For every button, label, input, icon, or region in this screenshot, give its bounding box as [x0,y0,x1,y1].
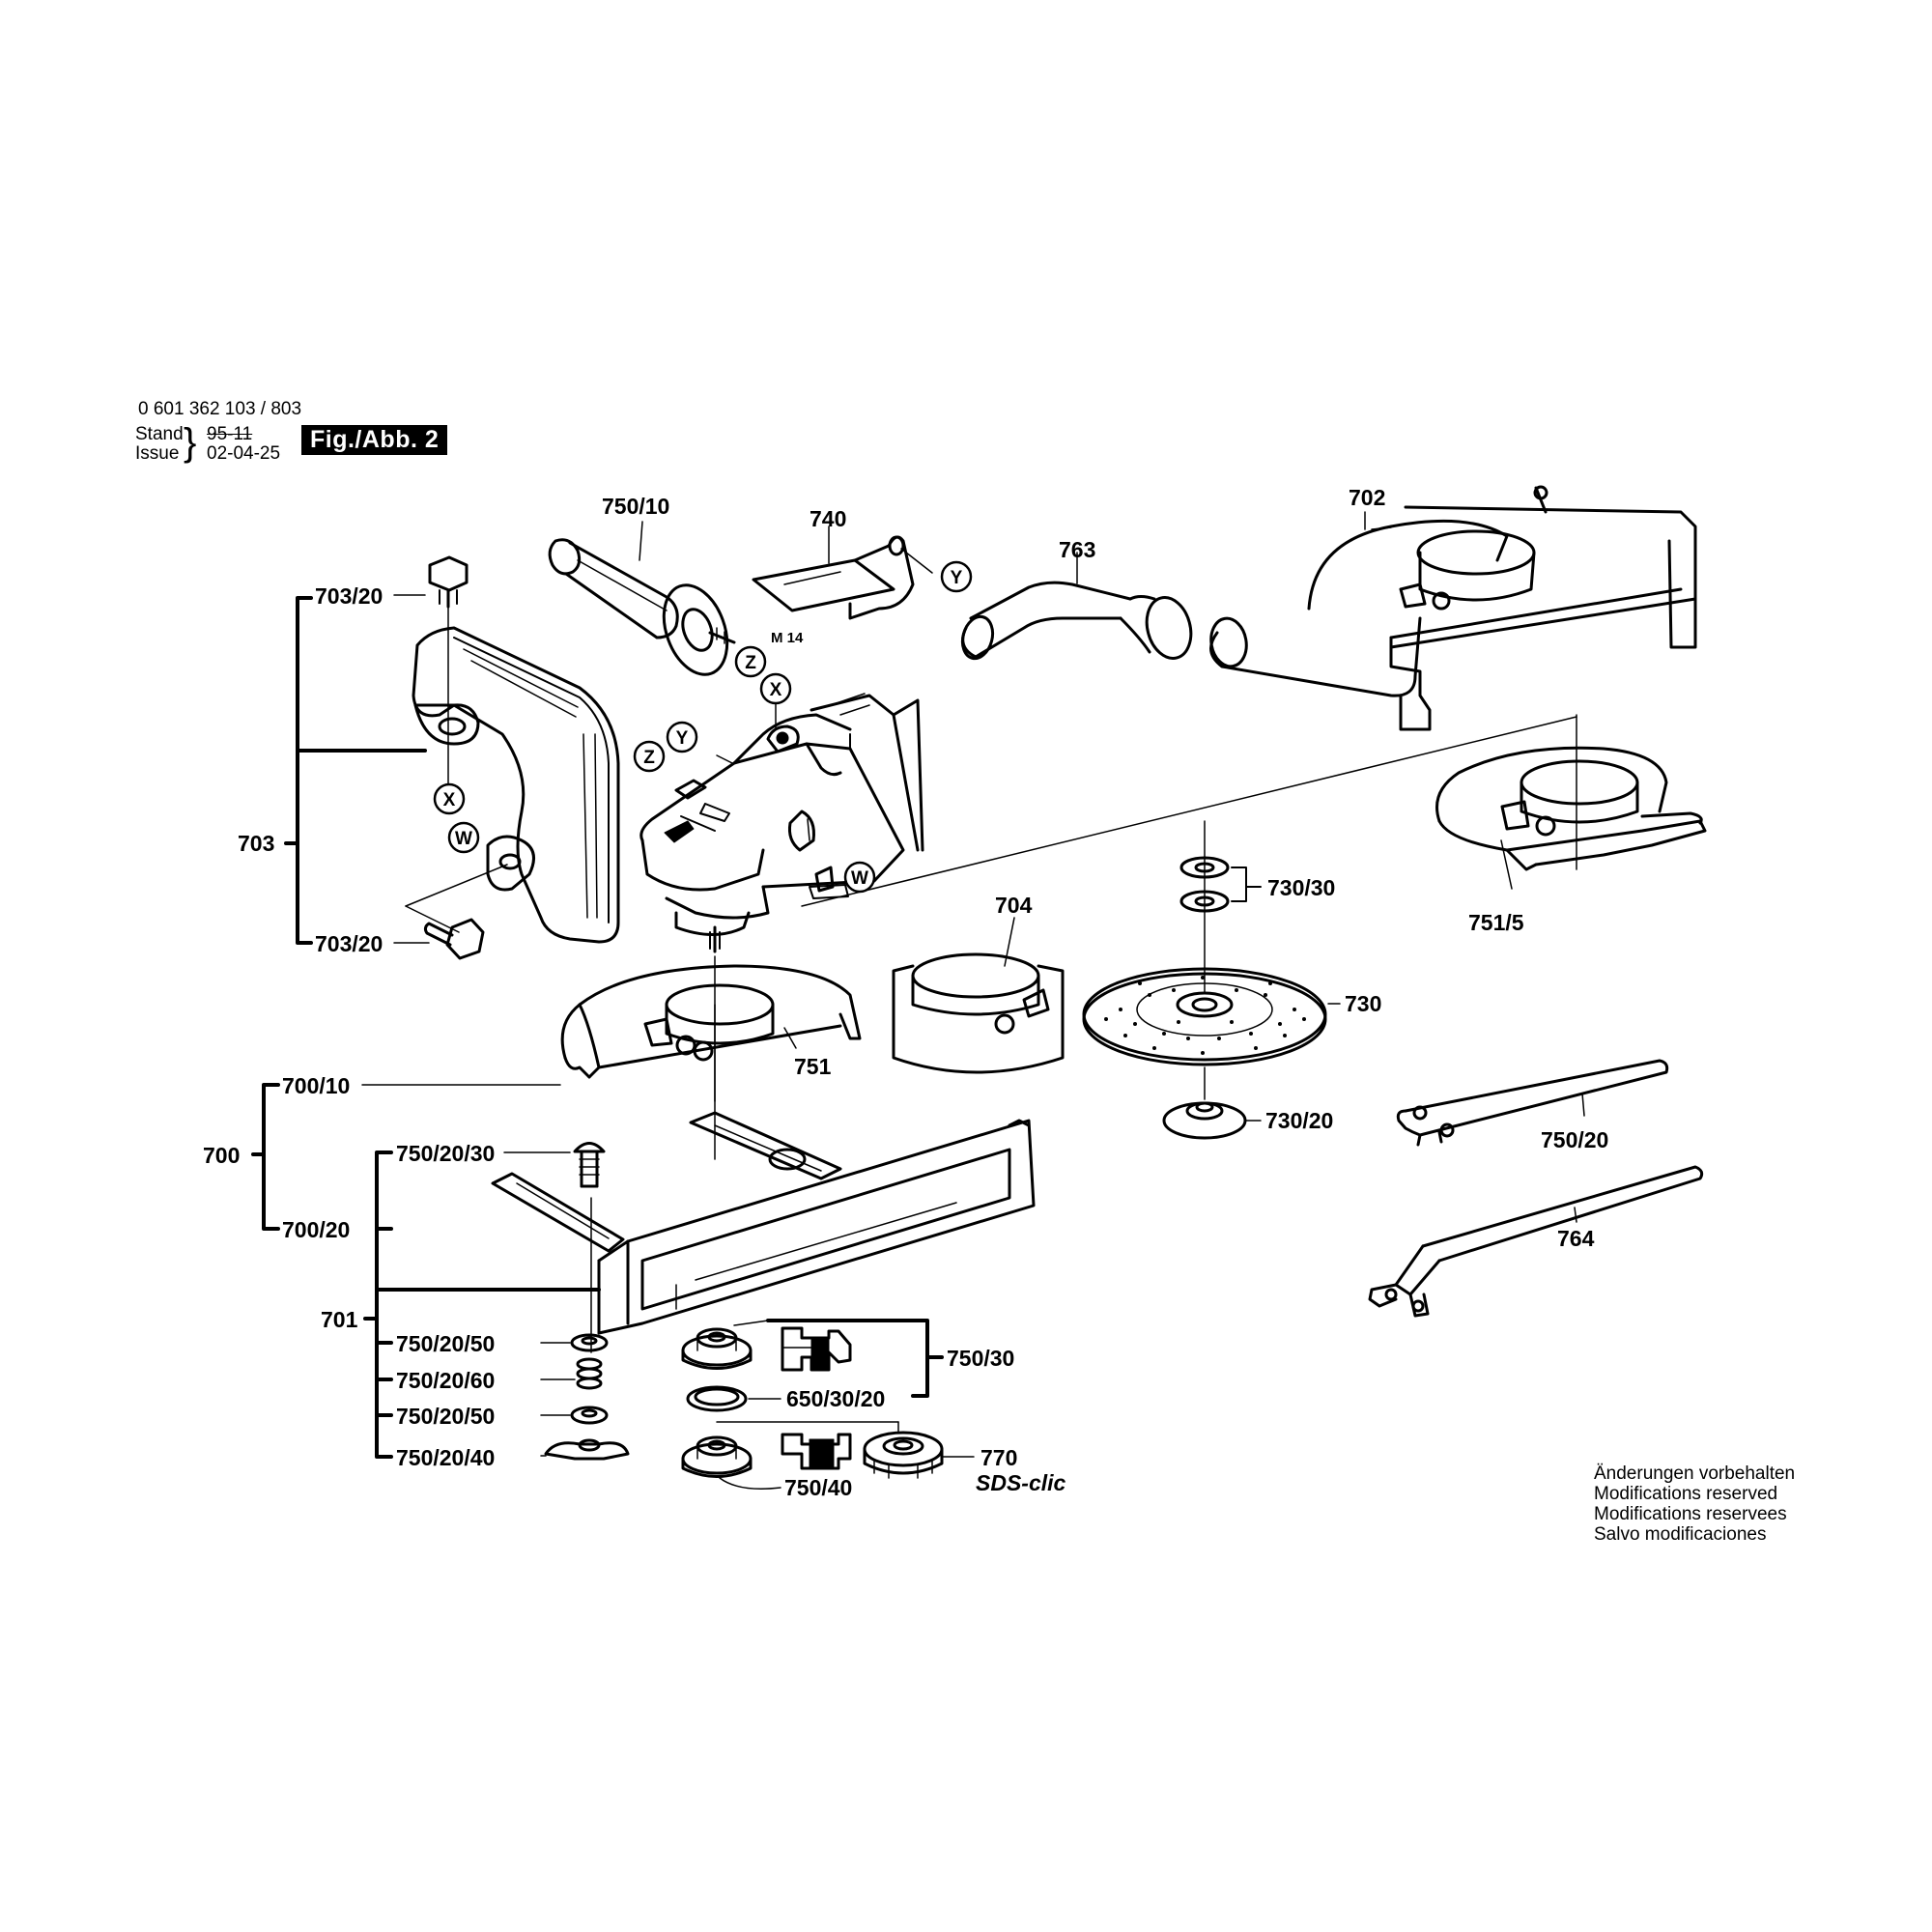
label-750-10: 750/10 [602,494,669,519]
label-750-40: 750/40 [784,1475,852,1500]
note-de: Änderungen vorbehalten [1594,1463,1796,1484]
label-750-20-30: 750/20/30 [396,1141,495,1166]
marker-y-bracket-text: Y [951,568,963,588]
note-fr: Modifications reservees [1594,1504,1787,1524]
issue-label: Issue [135,443,180,464]
marker-w-handle-text: W [455,829,472,849]
label-764: 764 [1557,1226,1595,1251]
label-sds-clic: SDS-clic [976,1470,1066,1495]
label-730-30: 730/30 [1267,875,1335,900]
label-750-30: 750/30 [947,1346,1014,1371]
spanner-750-20 [1396,1059,1669,1147]
washer-750-20-50b [540,1406,609,1425]
washers-730-30 [1179,856,1262,913]
guard-702 [1209,485,1697,731]
label-750-20-50-b: 750/20/50 [396,1404,495,1429]
carriage-bolt-750-20-30 [503,1142,606,1188]
label-701: 701 [321,1307,358,1332]
dust-cup-704 [892,917,1065,1074]
label-700: 700 [203,1143,240,1168]
marker-z-sidehandle [734,645,767,678]
label-750-20-50-a: 750/20/50 [396,1331,495,1356]
spring-750-20-60 [540,1357,603,1390]
angle-grinder-body [639,693,924,953]
flange-nut-750-30 [681,1327,753,1370]
bracket-700 [251,1083,280,1231]
part-number: 0 601 362 103 / 803 [138,399,302,419]
label-751-5: 751/5 [1468,910,1524,935]
label-703-20-bottom: 703/20 [315,931,383,956]
label-730-20: 730/20 [1265,1108,1333,1133]
marker-w-grinder [843,861,876,894]
label-740: 740 [810,506,846,531]
wheel-grit-pattern [1104,976,1306,1055]
marker-z-grinder [633,740,666,773]
marker-w-handle [447,821,480,854]
label-730: 730 [1345,991,1381,1016]
stand-label: Stand [135,424,184,444]
d-handle-703 [405,555,620,960]
bracket-701 [363,1151,601,1459]
label-703: 703 [238,831,274,856]
note-en: Modifications reserved [1594,1484,1778,1504]
washer-750-20-50a [540,1333,609,1352]
marker-z-sidehandle-text: Z [745,653,756,673]
side-handle-750-10 [548,521,736,676]
sds-clic-nut-770 [863,1431,975,1479]
marker-x-handle-text: X [443,790,456,810]
profile-icon-750-30 [781,1326,852,1372]
marker-z-grinder-text: Z [643,748,655,768]
label-750-20-60: 750/20/60 [396,1368,495,1393]
label-770: 770 [980,1445,1017,1470]
hose-763 [960,552,1193,661]
marker-x-grinder [759,672,792,705]
guard-751-5 [1435,714,1707,890]
label-750-20-40: 750/20/40 [396,1445,495,1470]
label-m14: M 14 [771,630,804,646]
bracket-740 [752,526,933,620]
o-ring-650-30-20 [686,1385,781,1412]
label-700-10: 700/10 [282,1073,350,1098]
marker-x-handle [433,782,466,815]
marker-y-grinder [666,721,698,753]
label-763: 763 [1059,537,1095,562]
marker-y-bracket [940,560,973,593]
figure-badge: Fig./Abb. 2 [301,425,448,455]
flange-730-20 [1162,1066,1262,1140]
flange-750-40 [681,1435,781,1490]
label-751: 751 [794,1054,832,1079]
wrench-764 [1368,1165,1704,1318]
brace-icon: } [184,421,197,464]
label-700-20: 700/20 [282,1217,350,1242]
issue-value: 02-04-25 [207,443,281,464]
label-703-20-top: 703/20 [315,583,383,609]
marker-y-grinder-text: Y [676,728,689,749]
bracket-750-30 [716,1319,944,1433]
alignment-line [801,716,1577,907]
label-704: 704 [995,893,1033,918]
wing-nut-750-20-40 [540,1438,630,1461]
bracket-703 [284,594,430,945]
abrasive-wheel-730 [1082,820,1341,1066]
label-650-30-20: 650/30/20 [786,1386,885,1411]
modification-notes: Änderungen vorbehalten Modifications res… [1594,1463,1795,1545]
cutting-guide-701 [491,1004,1036,1353]
label-702: 702 [1349,485,1385,510]
guard-751 [361,955,862,1102]
note-es: Salvo modificaciones [1594,1524,1767,1545]
marker-x-grinder-text: X [770,680,782,700]
marker-w-grinder-text: W [851,868,868,889]
stand-value: 95-11 [207,424,253,444]
label-750-20: 750/20 [1541,1127,1608,1152]
profile-icon-770 [781,1433,852,1470]
